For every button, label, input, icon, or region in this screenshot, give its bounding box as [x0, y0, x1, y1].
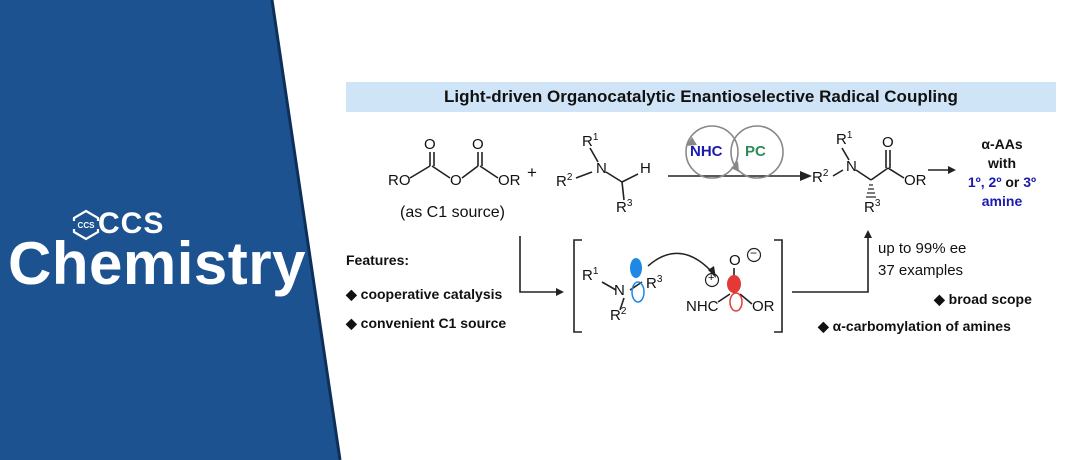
amine-r3: R3	[616, 198, 633, 216]
int-r2: R2	[610, 306, 627, 324]
cycle-arrowhead-icon	[686, 137, 697, 146]
right-feature-1: ◆ broad scope	[934, 291, 1032, 307]
curved-arrowhead-icon	[708, 266, 716, 278]
feature-item-1: ◆ cooperative catalysis	[346, 286, 503, 302]
brand-panel	[0, 0, 340, 460]
minus-charge-icon	[746, 247, 762, 263]
ee-stat: up to 99% ee	[878, 240, 967, 257]
catalytic-cycles	[685, 125, 784, 179]
mechanism-down-arrow	[519, 236, 564, 296]
product-r3: R3	[864, 198, 881, 216]
logo-text: CCS	[78, 221, 96, 230]
product-r1: R1	[836, 130, 853, 148]
amine-bonds	[575, 147, 639, 201]
plus-charge-icon	[704, 272, 720, 288]
int-r3: R3	[646, 274, 663, 292]
radical-orbital-blue	[630, 258, 642, 278]
feature-item-2: ◆ convenient C1 source	[346, 315, 507, 331]
amine-r2: R2	[556, 172, 573, 190]
cycle-arrowhead-icon	[731, 161, 739, 172]
int-nhc: NHC	[686, 298, 719, 315]
reagent-or: OR	[498, 172, 521, 189]
nhc-cycle	[685, 125, 739, 179]
outcome-line4: amine	[981, 193, 1023, 209]
radical-orbital-outline	[631, 281, 645, 303]
main-reaction-arrow	[668, 171, 812, 181]
product-o: O	[882, 134, 894, 151]
reagent-o2: O	[450, 172, 462, 189]
scheme-title: Light-driven Organocatalytic Enantiosele…	[346, 82, 1056, 112]
stereo-hash	[866, 184, 876, 198]
int-o: O	[729, 252, 741, 269]
pc-cycle	[730, 125, 784, 179]
int-plus: +	[708, 272, 715, 284]
curved-arrow-icon	[647, 252, 713, 273]
int-or: OR	[752, 298, 775, 315]
amine-h: H	[640, 160, 651, 177]
outcome-line1: α-AAs	[981, 136, 1023, 152]
features-heading: Features:	[346, 252, 410, 268]
product-r2: R2	[812, 168, 829, 186]
brand-panel-edge	[270, 0, 342, 460]
outcome-line2: with	[988, 155, 1016, 171]
plus-sign: +	[527, 163, 537, 182]
right-feature-2: ◆ α-carbomylation of amines	[818, 318, 1011, 334]
int-n: N	[614, 282, 625, 299]
outcome-line3: 1º, 2º or 3º	[967, 174, 1037, 190]
brand-small-text: CCS	[98, 207, 165, 240]
examples-stat: 37 examples	[878, 262, 964, 279]
int-minus: −	[750, 246, 758, 260]
amine-r1: R1	[582, 132, 599, 150]
reagent-ro: RO	[388, 172, 411, 189]
mechanism-up-arrow	[792, 230, 872, 293]
outcome-arrow	[928, 166, 956, 174]
reagent-o3: O	[472, 136, 484, 153]
radical-orbital-red-outline	[729, 292, 743, 312]
amine-n: N	[596, 160, 607, 177]
int-r1: R1	[582, 266, 599, 284]
c1-source-note: (as C1 source)	[400, 204, 505, 221]
ccs-logo-icon: CCS	[71, 209, 101, 241]
reagent-o1: O	[424, 136, 436, 153]
brand-title: Chemistry	[8, 230, 306, 297]
pc-label: PC	[745, 143, 766, 160]
nhc-label: NHC	[690, 143, 723, 160]
intermediate-bracket	[573, 239, 783, 333]
product-or: OR	[904, 172, 927, 189]
product-n: N	[846, 158, 857, 175]
reagent1-bonds	[409, 152, 499, 179]
product-bonds	[832, 147, 905, 181]
radical-orbital-red	[727, 275, 741, 293]
